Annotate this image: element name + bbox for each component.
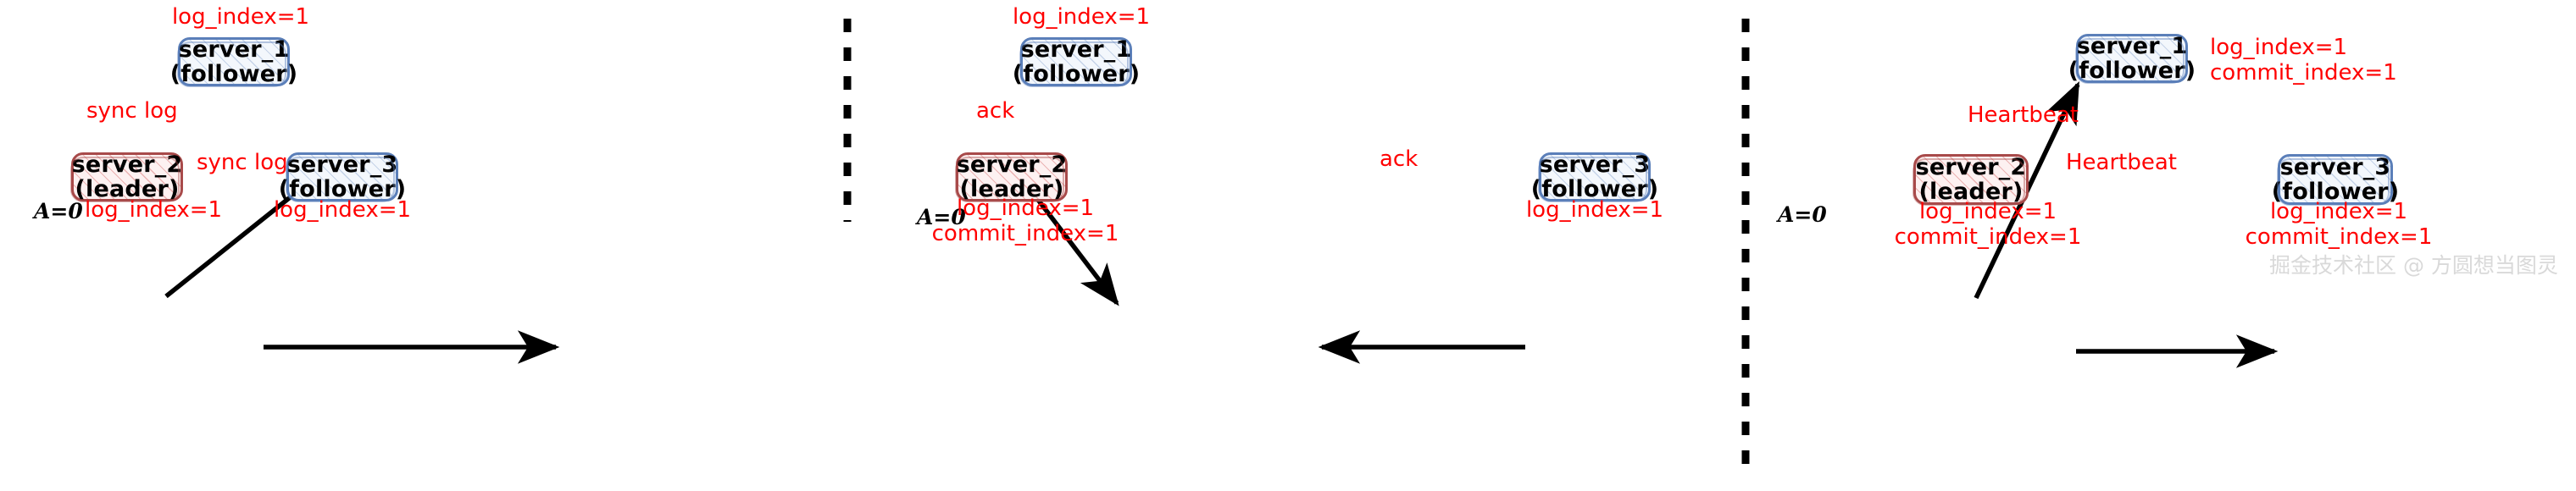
p2-node-server-1[interactable]: server_1 (follower) (1013, 36, 1140, 87)
p2-server-1-name: server_1 (1020, 36, 1132, 63)
p1-node-server-3[interactable]: server_3 (follower) (279, 151, 406, 202)
p1-server-1-annotation: log_index=1 (171, 4, 310, 30)
p1-server-2-annotation: log_index=1 (85, 197, 223, 223)
p3-node-server-3[interactable]: server_3 (follower) (2272, 153, 2399, 206)
p3-server-2-annotation-log: log_index=1 (1918, 199, 2057, 224)
p1-node-server-2[interactable]: server_2 (leader) (70, 151, 183, 202)
p3-node-server-1[interactable]: server_1 (follower) (2068, 32, 2196, 84)
panel-1: log_index=1 server_1 (follower) sync log… (0, 0, 847, 491)
p1-server-3-annotation: log_index=1 (273, 197, 412, 223)
p2-server-1-annotation: log_index=1 (1012, 4, 1151, 30)
p1-server-3-name: server_3 (286, 151, 398, 178)
p1-edge-sync-log-right-label: sync log (197, 150, 288, 175)
panel-2: log_index=1 server_1 (follower) ack serv… (847, 0, 1746, 491)
p2-server-2-name: server_2 (956, 151, 1068, 178)
p2-state-label: A=0 (917, 205, 966, 229)
p3-server-3-annotation-commit: commit_index=1 (2245, 224, 2433, 250)
p3-server-3-name: server_3 (2279, 153, 2391, 180)
p1-node-server-1[interactable]: server_1 (follower) (170, 36, 297, 87)
p2-server-2-role: (leader) (959, 176, 1064, 202)
p2-server-3-name: server_3 (1539, 151, 1651, 178)
p2-server-3-annotation: log_index=1 (1525, 197, 1664, 223)
p3-server-2-name: server_2 (1915, 153, 2027, 180)
p3-node-server-2[interactable]: server_2 (leader) (1913, 153, 2029, 206)
p2-server-3-role: (follower) (1530, 176, 1659, 202)
p2-edge-ack-left-label: ack (1380, 146, 1418, 172)
p3-state-label: A=0 (1778, 202, 1827, 227)
p2-server-2-annotation-commit: commit_index=1 (931, 221, 1119, 246)
p3-server-1-annotation-commit: commit_index=1 (2210, 60, 2397, 86)
p1-server-2-role: (leader) (75, 176, 180, 202)
p2-server-2-annotation-log: log_index=1 (956, 196, 1095, 221)
p2-server-1-role: (follower) (1012, 61, 1141, 87)
p3-edge-heartbeat-up-label: Heartbeat (1968, 102, 2079, 128)
p3-server-2-role: (leader) (1918, 179, 2024, 205)
p1-state-label: A=0 (34, 199, 83, 223)
p3-server-2-annotation-commit: commit_index=1 (1894, 224, 2082, 250)
watermark: 掘金技术社区 @ 方圆想当图灵 (2269, 253, 2558, 278)
p1-server-3-role: (follower) (278, 176, 407, 202)
p1-server-2-name: server_2 (71, 151, 183, 178)
panel-3: server_1 (follower) log_index=1 commit_i… (1746, 0, 2576, 491)
p3-server-3-role: (follower) (2271, 179, 2400, 205)
p1-server-1-role: (follower) (169, 61, 298, 87)
p2-node-server-2[interactable]: server_2 (leader) (955, 151, 1068, 202)
p3-server-1-annotation-log: log_index=1 (2210, 35, 2348, 60)
p1-edge-sync-log-up-label: sync log (86, 98, 178, 124)
p3-server-3-annotation-log: log_index=1 (2269, 199, 2408, 224)
p3-server-1-name: server_1 (2076, 32, 2188, 59)
p3-edge-heartbeat-right-label: Heartbeat (2066, 150, 2177, 175)
p1-server-1-name: server_1 (178, 36, 290, 63)
p3-server-1-role: (follower) (2068, 58, 2196, 84)
p2-edge-ack-down-label: ack (976, 98, 1015, 124)
p2-node-server-3[interactable]: server_3 (follower) (1531, 151, 1658, 202)
